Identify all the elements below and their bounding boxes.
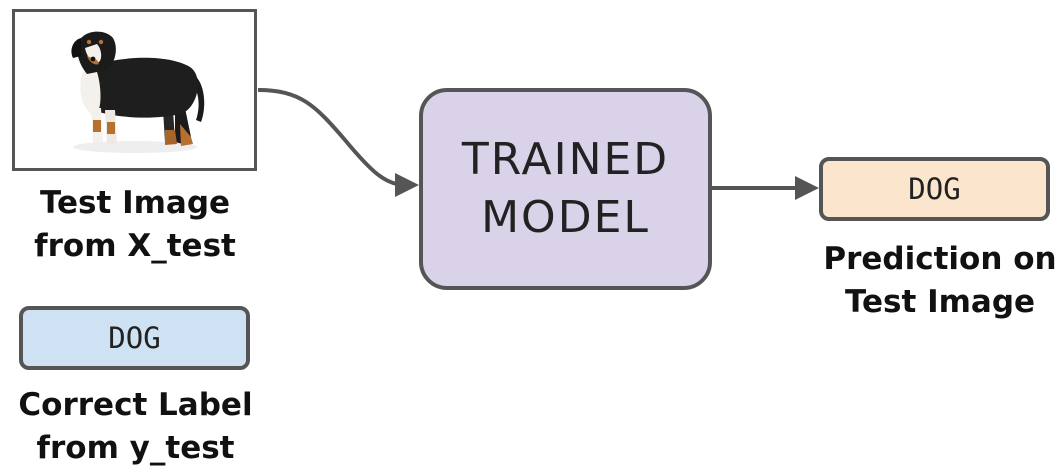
test-image-frame (12, 9, 257, 171)
prediction-caption: Prediction on Test Image (823, 241, 1057, 320)
prediction-label-box: DOG (819, 157, 1050, 221)
correct-label-caption: Correct Label from y_test (18, 387, 253, 466)
prediction-value: DOG (908, 172, 961, 206)
image-to-model-arrowhead (395, 173, 419, 197)
test-image-caption: Test Image from X_test (34, 185, 236, 264)
correct-label-box: DOG (19, 306, 250, 370)
trained-model-label: TRAINED MODEL (461, 134, 670, 243)
trained-model-box: TRAINED MODEL (419, 88, 712, 290)
correct-value: DOG (108, 321, 161, 355)
image-to-model-arrow (257, 88, 406, 187)
model-to-prediction-arrowhead (795, 176, 819, 200)
dog-photo (71, 31, 205, 153)
